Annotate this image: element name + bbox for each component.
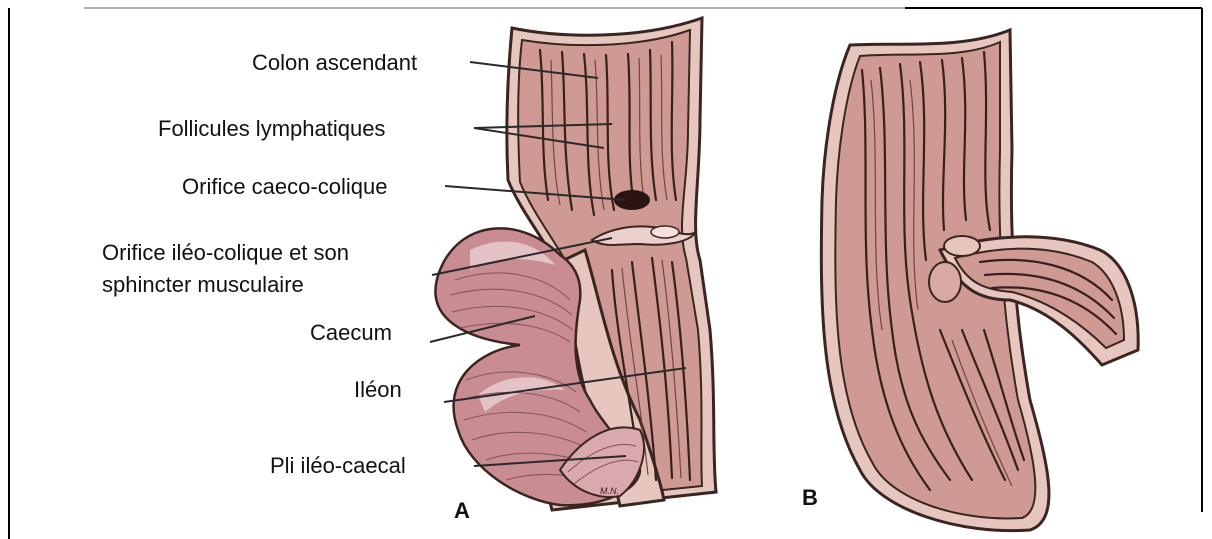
label-follicules-lymphatiques: Follicules lymphatiques bbox=[158, 116, 385, 141]
panel-b-illustration bbox=[821, 30, 1138, 531]
panel-a-illustration bbox=[435, 18, 716, 510]
label-orifice-ileo-colique-line2: sphincter musculaire bbox=[102, 272, 304, 297]
label-colon-ascendant: Colon ascendant bbox=[252, 50, 417, 75]
label-orifice-caeco-colique: Orifice caeco-colique bbox=[182, 174, 387, 199]
label-pli-ileo-caecal: Pli iléo-caecal bbox=[270, 453, 406, 478]
label-caecum: Caecum bbox=[310, 320, 392, 345]
illustrator-signature: M.N. bbox=[600, 486, 619, 496]
label-orifice-ileo-colique-line1: Orifice iléo-colique et son bbox=[102, 240, 349, 265]
panel-label-a: A bbox=[454, 498, 470, 523]
panel-label-b: B bbox=[802, 485, 818, 510]
ileo-colic-valve bbox=[929, 262, 961, 302]
label-ileon: Iléon bbox=[354, 377, 402, 402]
